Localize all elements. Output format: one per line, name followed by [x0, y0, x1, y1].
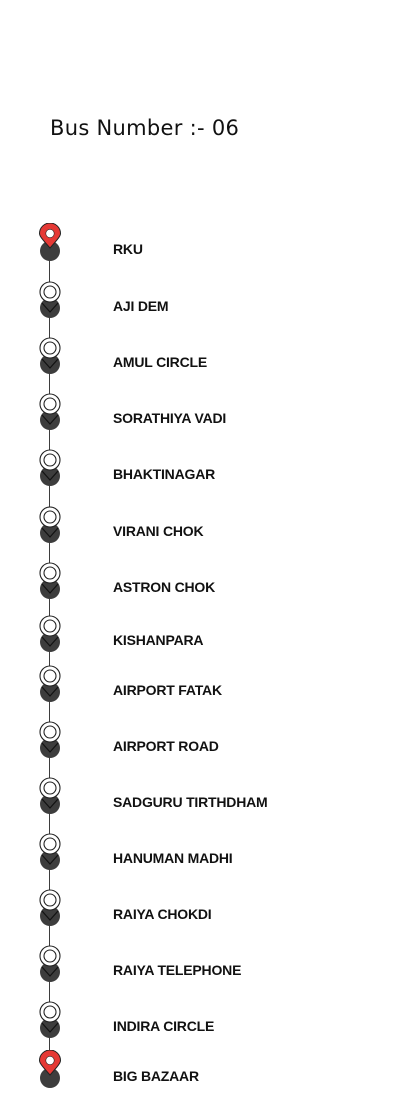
- stop-name: RAIYA TELEPHONE: [113, 962, 242, 978]
- stop-name: INDIRA CIRCLE: [113, 1018, 215, 1034]
- page-title: Bus Number :- 06: [50, 116, 240, 140]
- route-line: [49, 245, 50, 1072]
- bus-stop-circle-icon: [38, 505, 62, 545]
- route-stop: RAIYA CHOKDI: [0, 889, 402, 926]
- route-stop: INDIRA CIRCLE: [0, 1001, 402, 1038]
- stop-name: AIRPORT ROAD: [113, 738, 219, 754]
- bus-stop-circle-icon: [38, 392, 62, 432]
- route-stop: AJI DEM: [0, 281, 402, 318]
- bus-stop-circle-icon: [38, 448, 62, 488]
- stop-name: SADGURU TIRTHDHAM: [113, 794, 268, 810]
- bus-stop-circle-icon: [38, 336, 62, 376]
- stop-name: ASTRON CHOK: [113, 579, 216, 595]
- route-stop: KISHANPARA: [0, 615, 402, 652]
- route-stop: ASTRON CHOK: [0, 562, 402, 599]
- bus-stop-circle-icon: [38, 776, 62, 816]
- bus-stop-circle-icon: [38, 1000, 62, 1040]
- bus-stop-circle-icon: [38, 888, 62, 928]
- stop-name: KISHANPARA: [113, 632, 204, 648]
- route-stop: AIRPORT ROAD: [0, 721, 402, 758]
- location-pin-icon: [38, 1050, 62, 1090]
- route-stop: BIG BAZAAR: [0, 1050, 402, 1088]
- route-stop: RKU: [0, 223, 402, 261]
- route-stop: AIRPORT FATAK: [0, 665, 402, 702]
- route-stop: RAIYA TELEPHONE: [0, 945, 402, 982]
- bus-stop-circle-icon: [38, 561, 62, 601]
- route-stop: BHAKTINAGAR: [0, 449, 402, 486]
- stop-name: AMUL CIRCLE: [113, 354, 207, 370]
- location-pin-icon: [38, 223, 62, 263]
- stop-name: SORATHIYA VADI: [113, 410, 227, 426]
- stop-name: HANUMAN MADHI: [113, 850, 233, 866]
- bus-stop-circle-icon: [38, 614, 62, 654]
- route-stop: HANUMAN MADHI: [0, 833, 402, 870]
- bus-stop-circle-icon: [38, 280, 62, 320]
- route-stop: SADGURU TIRTHDHAM: [0, 777, 402, 814]
- stop-name: RKU: [113, 241, 143, 257]
- stop-name: AJI DEM: [113, 298, 169, 314]
- stop-name: BIG BAZAAR: [113, 1068, 199, 1084]
- bus-stop-circle-icon: [38, 832, 62, 872]
- bus-stop-circle-icon: [38, 720, 62, 760]
- stop-name: BHAKTINAGAR: [113, 466, 216, 482]
- route-stop: AMUL CIRCLE: [0, 337, 402, 374]
- stop-name: AIRPORT FATAK: [113, 682, 222, 698]
- stop-name: RAIYA CHOKDI: [113, 906, 212, 922]
- bus-stop-circle-icon: [38, 664, 62, 704]
- bus-stop-circle-icon: [38, 944, 62, 984]
- route-stop: SORATHIYA VADI: [0, 393, 402, 430]
- stop-name: VIRANI CHOK: [113, 523, 204, 539]
- route-stop: VIRANI CHOK: [0, 506, 402, 543]
